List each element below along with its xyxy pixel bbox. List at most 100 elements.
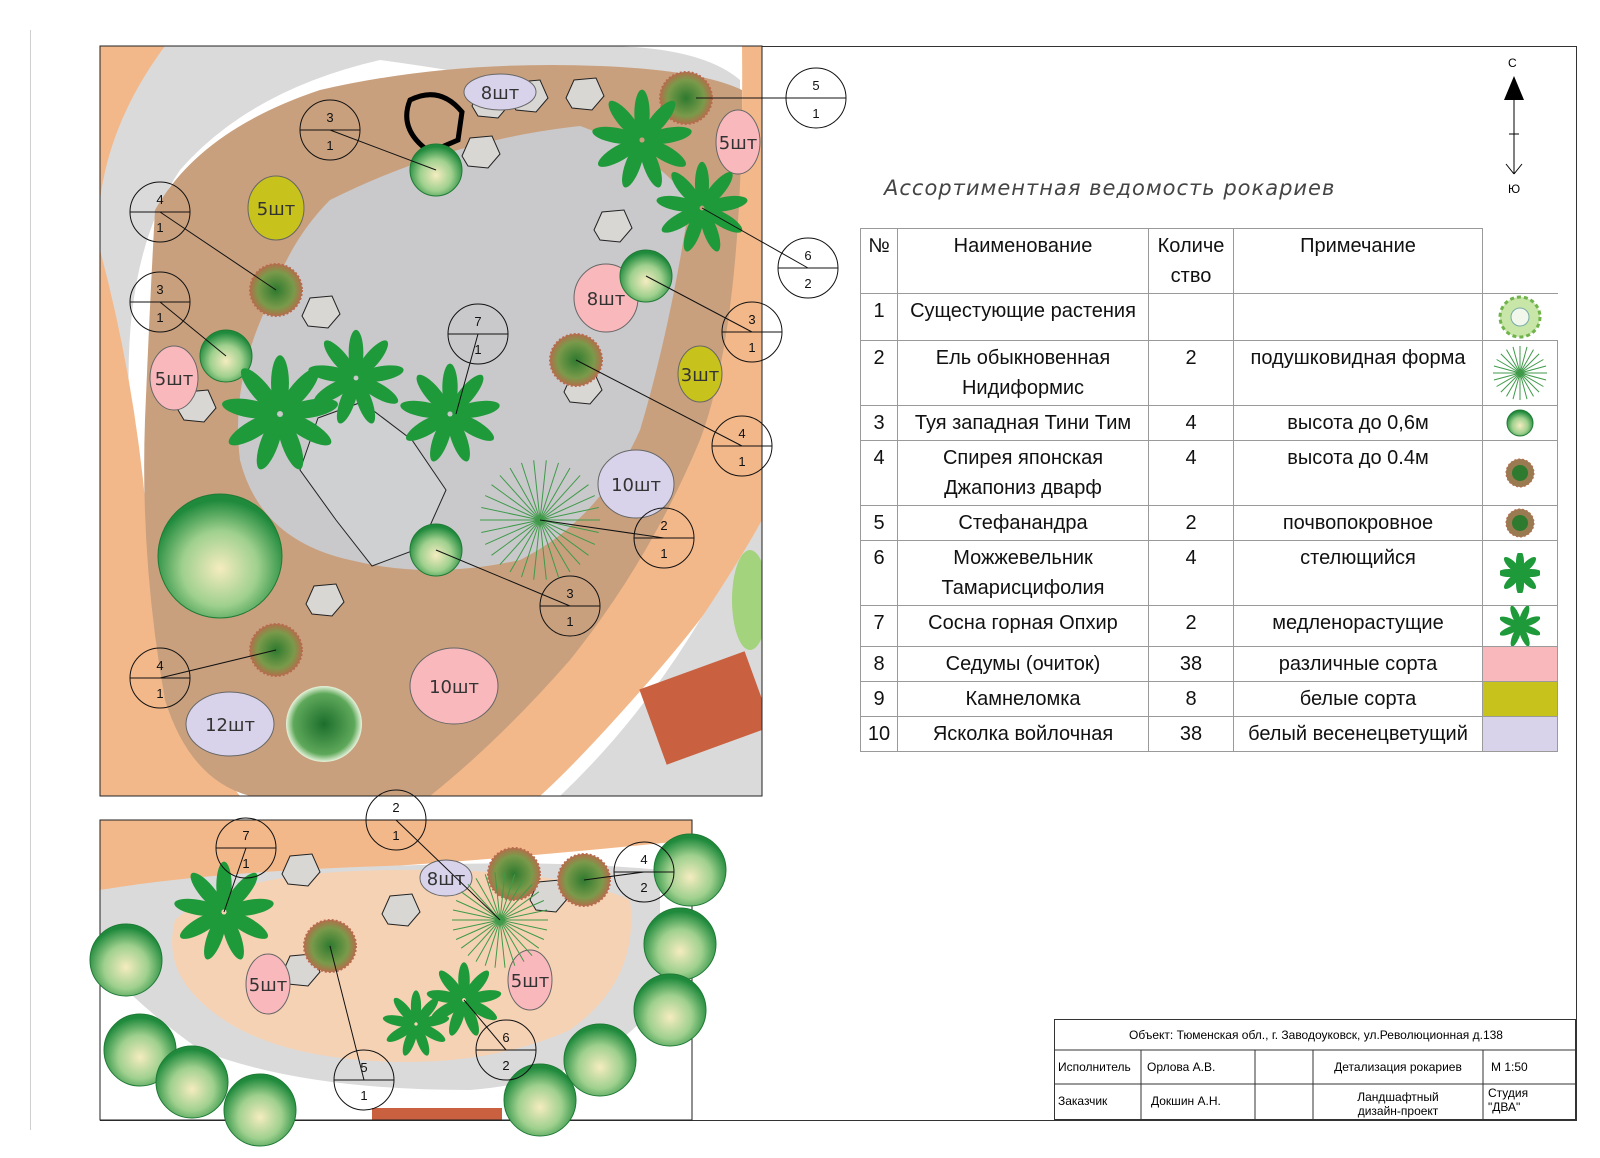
row-plant-name-line: Спирея японская	[942, 447, 1104, 469]
row-plant-name: Ясколка войлочная	[897, 716, 1149, 752]
sheet-border-top	[762, 46, 1576, 47]
row-note: белый весенецветущий	[1233, 716, 1483, 752]
row-plant-name: Седумы (очиток)	[897, 646, 1149, 682]
callout-position-number: 3	[326, 110, 333, 125]
row-note: почвопокровное	[1233, 505, 1483, 541]
header-quantity-line-2: ство	[1170, 265, 1212, 287]
stamp-customer-label: Заказчик	[1058, 1094, 1108, 1108]
row-quantity: 4	[1148, 540, 1234, 606]
thuja-icon	[643, 907, 717, 981]
header-name: Наименование	[897, 228, 1149, 294]
juniper-icon	[222, 355, 338, 470]
thuja-icon	[155, 1045, 229, 1119]
row-note: подушковидная форма	[1233, 340, 1483, 406]
row-plant-name: Стефанандра	[897, 505, 1149, 541]
callout-quantity: 1	[812, 106, 819, 121]
row-note: различные сорта	[1233, 646, 1483, 682]
cerastium-planting-area	[463, 73, 537, 111]
row-number: 3	[860, 405, 898, 441]
callout-quantity: 1	[156, 686, 163, 701]
north-arrow: С Ю	[1494, 56, 1534, 206]
callout-position-number: 4	[156, 192, 163, 207]
callout-position-number: 6	[502, 1030, 509, 1045]
assortment-title: Ассортиментная ведомость рокариев	[884, 176, 1336, 200]
row-number: 5	[860, 505, 898, 541]
title-block-grid	[1055, 1049, 1577, 1121]
stone	[305, 583, 345, 617]
callout-position-number: 3	[748, 312, 755, 327]
callout-quantity: 1	[738, 454, 745, 469]
quantity-label: 5шт	[155, 369, 193, 390]
row-plant-name-line: Можжевельник	[953, 547, 1093, 569]
quantity-label: 8шт	[427, 869, 465, 890]
callout-position-number: 6	[804, 248, 811, 263]
sedum-planting-area	[507, 949, 553, 1011]
north-label: С	[1508, 56, 1517, 70]
row-plant-name-line: Ель обыкновенная	[935, 347, 1111, 369]
row-quantity: 4	[1148, 440, 1234, 506]
stone	[281, 853, 321, 887]
row-quantity: 38	[1148, 646, 1234, 682]
callout-position-number: 3	[566, 586, 573, 601]
sedum-planting-area	[409, 647, 499, 725]
callout-quantity: 1	[392, 828, 399, 843]
thuja-icon	[157, 493, 283, 619]
row-plant-name-line: Камнеломка	[965, 688, 1081, 710]
plant-callout: 71	[447, 303, 509, 415]
callout-quantity: 1	[566, 614, 573, 629]
plant-callout: 62	[463, 999, 537, 1081]
callout-quantity: 1	[156, 220, 163, 235]
header-symbol	[1483, 229, 1558, 294]
thuja-icon	[223, 1073, 297, 1147]
header-quantity-line-1: Количе	[1157, 235, 1225, 257]
stamp-customer: Докшин А.Н.	[1151, 1094, 1221, 1108]
juniper-icon	[592, 89, 692, 188]
callout-position-number: 4	[640, 852, 647, 867]
juniper-icon	[308, 329, 404, 424]
callout-quantity: 1	[156, 310, 163, 325]
header-note: Примечание	[1233, 228, 1483, 294]
stamp-sheet-name: Детализация рокариев	[1334, 1060, 1462, 1074]
row-plant-name: Сущестующие растения	[897, 293, 1149, 341]
plant-callout: 62	[701, 207, 839, 299]
callout-quantity: 1	[474, 342, 481, 357]
row-note: высота до 0,6м	[1233, 405, 1483, 441]
plant-callout: 31	[129, 271, 227, 357]
saxifraga-planting-area	[247, 175, 305, 241]
saxifraga-swatch	[1482, 681, 1558, 717]
plant-callout: 42	[583, 841, 675, 903]
table-header-row: № Наименование Количе ство Примечание	[860, 228, 1558, 294]
row-quantity: 2	[1148, 340, 1234, 406]
plant-callout: 31	[299, 99, 437, 171]
row-number: 2	[860, 340, 898, 406]
row-plant-name-line: Туя западная Тини Тим	[914, 412, 1132, 434]
header-number: №	[860, 228, 898, 294]
juniper-icon	[656, 161, 748, 252]
callout-position-number: 4	[738, 426, 745, 441]
juniper-icon	[426, 962, 502, 1036]
sheet-border-bottom	[100, 1120, 1577, 1121]
row-plant-name-line: Стефанандра	[958, 512, 1088, 534]
thuja-icon	[1482, 405, 1558, 441]
row-plant-name-line: Тамарисцифолия	[941, 577, 1105, 599]
row-note	[1233, 293, 1483, 341]
stone	[381, 893, 421, 927]
callout-quantity: 1	[242, 856, 249, 871]
row-quantity: 38	[1148, 716, 1234, 752]
row-number: 4	[860, 440, 898, 506]
stone	[461, 135, 501, 169]
callout-position-number: 5	[360, 1060, 367, 1075]
callout-position-number: 3	[156, 282, 163, 297]
callout-quantity: 1	[360, 1088, 367, 1103]
callout-position-number: 4	[156, 658, 163, 673]
